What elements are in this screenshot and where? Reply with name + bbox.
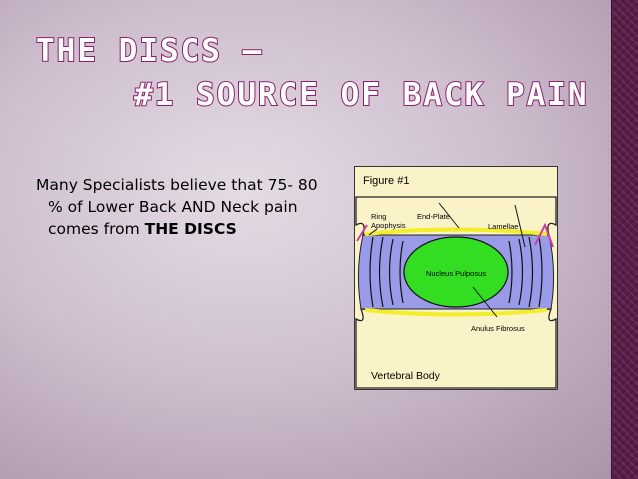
disc-figure: Figure #1 Ring Apophysis End-Plate Lamel… xyxy=(354,166,558,390)
lower-end-plate xyxy=(364,308,548,317)
upper-end-plate xyxy=(364,227,548,236)
label-vertebral-body: Vertebral Body xyxy=(371,370,441,382)
leader-anulus xyxy=(472,286,498,318)
ring-apophysis-mark-left xyxy=(356,224,368,242)
leader-lamellae xyxy=(514,204,526,248)
leader-end-plate xyxy=(438,202,460,229)
slide-title-line-2: #1 SOURCE OF BACK PAIN xyxy=(133,77,589,113)
label-ring: Ring xyxy=(371,212,386,221)
figure-caption: Figure #1 xyxy=(363,175,409,187)
disc-diagram: Figure #1 Ring Apophysis End-Plate Lamel… xyxy=(355,175,557,389)
lamellae-lines xyxy=(369,236,543,308)
body-text-emphasis: THE DISCS xyxy=(144,220,237,238)
label-anulus: Anulus Fibrosus xyxy=(471,324,525,333)
slide-title-line-1: THE DISCS – xyxy=(35,33,264,69)
label-lamellae: Lamellae xyxy=(488,222,518,231)
label-nucleus: Nucleus Pulposus xyxy=(426,269,486,278)
ring-apophysis-mark-right xyxy=(534,222,554,248)
body-paragraph: Many Specialists believe that 75- 80 % o… xyxy=(36,174,318,240)
nucleus-pulposus xyxy=(403,236,509,308)
decorative-side-strip xyxy=(611,0,638,479)
label-apophysis: Apophysis xyxy=(371,221,406,230)
body-text-prefix: Many Specialists believe that 75- 80 % o… xyxy=(36,176,318,238)
leader-ring-apophysis xyxy=(368,228,378,236)
label-end-plate: End-Plate xyxy=(417,212,450,221)
